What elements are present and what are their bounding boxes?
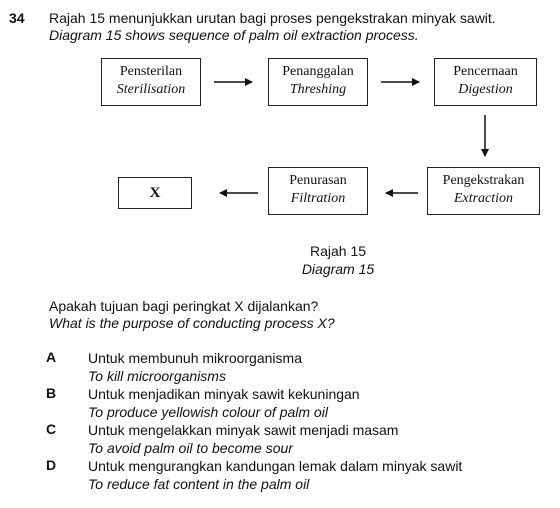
step-digestion-box: Pencernaan Digestion [434, 58, 537, 106]
step-label-ms: Pencernaan [453, 64, 518, 79]
option-text-en: To reduce fat content in the palm oil [88, 476, 310, 492]
step-label-ms: Penanggalan [282, 64, 354, 79]
step-threshing-box: Penanggalan Threshing [268, 58, 368, 106]
step-label-en: Sterilisation [116, 82, 186, 97]
step-label-en: Digestion [458, 82, 513, 97]
option-text-en: To kill microorganisms [88, 368, 226, 384]
step-label-ms: Penurasan [289, 173, 347, 188]
step-label-ms: Pengekstrakan [442, 173, 525, 188]
question-number: 34 [9, 10, 25, 26]
step-label-ms: Pensterilan [119, 64, 183, 79]
step-extraction-box: Pengekstrakan Extraction [427, 167, 540, 215]
step-filtration-box: Penurasan Filtration [268, 167, 368, 215]
option-c[interactable]: Untuk mengelakkan minyak sawit menjadi m… [88, 421, 398, 457]
step-sterilisation-box: Pensterilan Sterilisation [101, 58, 201, 106]
step-label-en: Extraction [453, 191, 514, 206]
option-letter: B [46, 385, 57, 401]
question-stem-en: Diagram 15 shows sequence of palm oil ex… [49, 27, 419, 43]
option-d[interactable]: Untuk mengurangkan kandungan lemak dalam… [88, 457, 462, 493]
option-text-ms: Untuk mengurangkan kandungan lemak dalam… [88, 458, 463, 474]
step-label-en: Filtration [290, 191, 346, 206]
option-letter: D [46, 457, 57, 473]
prompt-ms: Apakah tujuan bagi peringkat X dijalanka… [49, 298, 319, 314]
diagram-caption-ms: Rajah 15 [309, 243, 367, 259]
question-stem-ms: Rajah 15 menunjukkan urutan bagi proses … [49, 10, 496, 26]
option-text-en: To produce yellowish colour of palm oil [88, 404, 328, 420]
option-b[interactable]: Untuk menjadikan minyak sawit kekuningan… [88, 385, 360, 421]
option-text-ms: Untuk menjadikan minyak sawit kekuningan [88, 386, 360, 402]
option-text-ms: Untuk membunuh mikroorganisma [88, 350, 302, 366]
option-letter: C [46, 421, 57, 437]
step-x-box: X [118, 177, 192, 209]
step-label-en: Threshing [289, 82, 347, 97]
prompt-en: What is the purpose of conducting proces… [49, 315, 335, 331]
option-a[interactable]: Untuk membunuh mikroorganisma To kill mi… [88, 349, 302, 385]
option-text-en: To avoid palm oil to become sour [88, 440, 293, 456]
option-letter: A [46, 349, 57, 365]
option-text-ms: Untuk mengelakkan minyak sawit menjadi m… [88, 422, 399, 438]
diagram-caption-en: Diagram 15 [301, 261, 375, 277]
step-x-label: X [149, 185, 161, 201]
